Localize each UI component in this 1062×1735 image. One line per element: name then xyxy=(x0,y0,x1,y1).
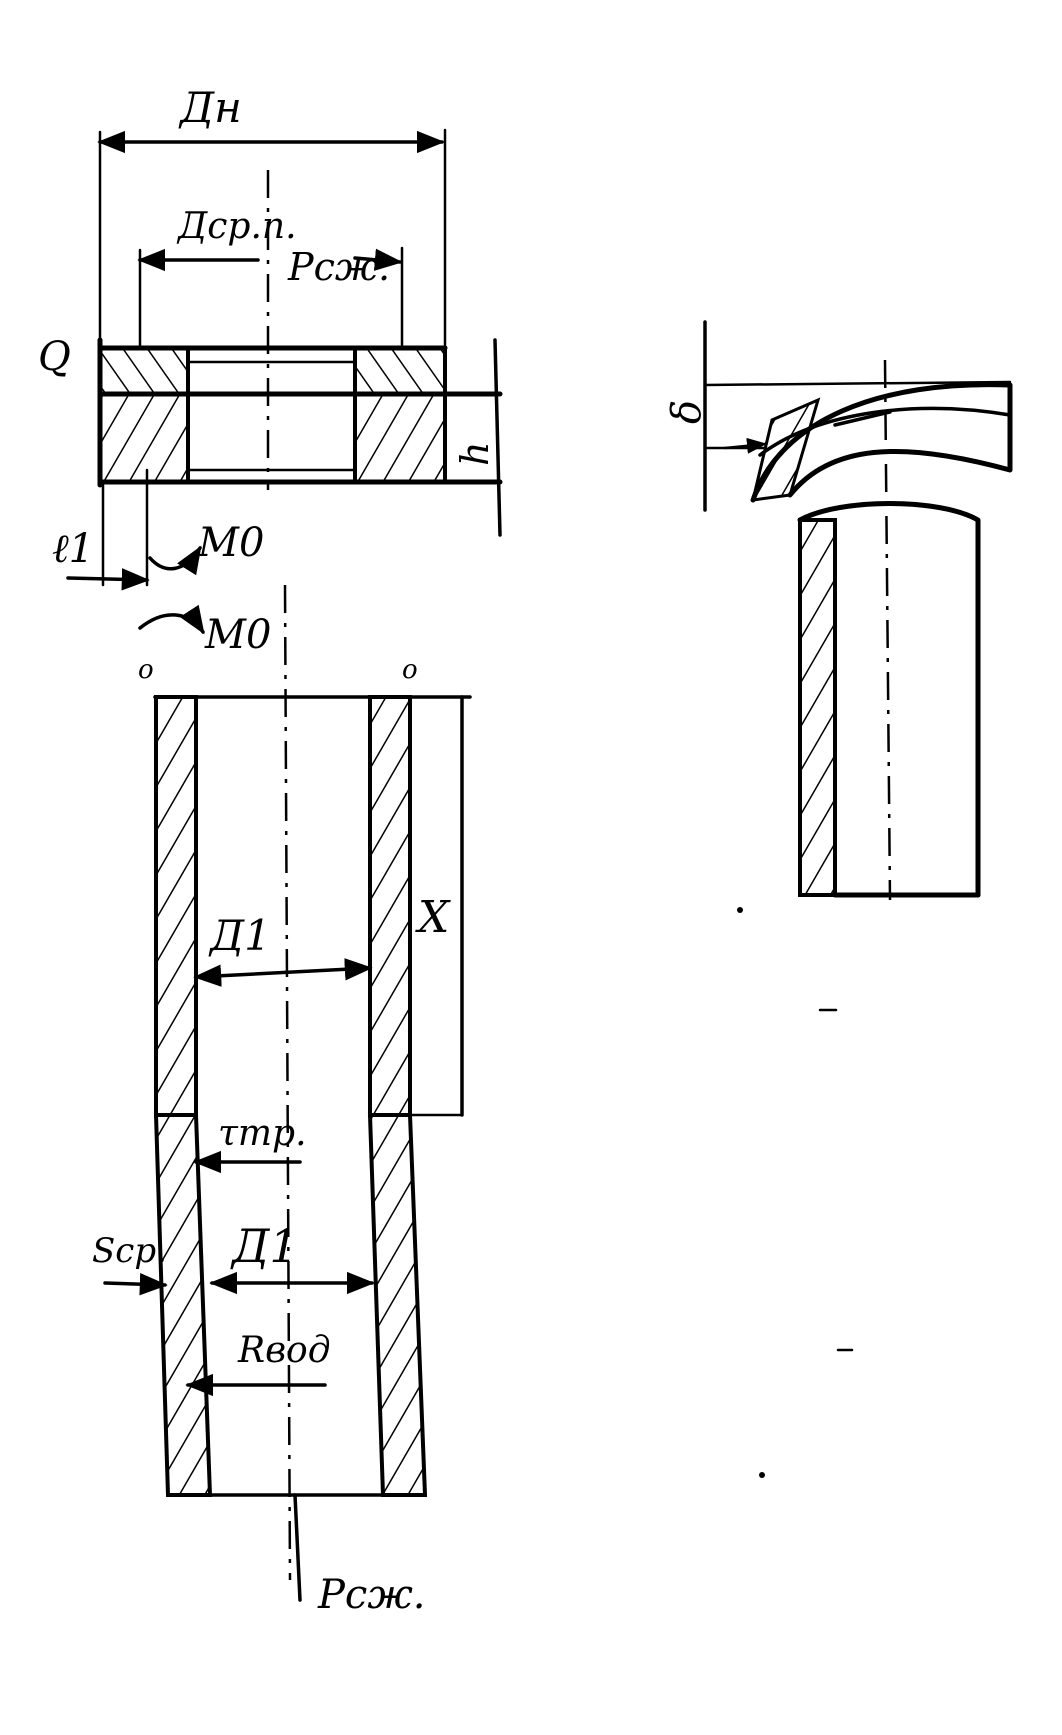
label-l1: ℓ1 xyxy=(52,526,94,572)
gasket-right xyxy=(353,346,447,396)
dim-line-d1-upper xyxy=(193,958,373,987)
label-q: Q xyxy=(38,334,71,380)
pipe-body xyxy=(797,501,981,898)
flange-ring-left xyxy=(98,392,190,484)
dim-line-h xyxy=(493,338,502,537)
label-d-outer: Дн xyxy=(178,83,242,132)
flange-ring-right xyxy=(353,392,447,484)
s-arrow xyxy=(103,1272,168,1296)
label-m0-mid: М0 xyxy=(204,612,271,658)
pipe-wall xyxy=(798,518,837,897)
label-d-gasket: Дср.п. xyxy=(176,206,297,247)
shell-view xyxy=(103,584,472,1602)
flange-view xyxy=(66,128,503,591)
label-tau: τтр. xyxy=(218,1113,307,1154)
gasket-left xyxy=(98,346,190,396)
moment-arrow-mid xyxy=(138,604,205,635)
moment-arrow-top xyxy=(148,545,202,576)
label-p-compress-bottom: Рсж. xyxy=(317,1572,426,1618)
curved-detail-view xyxy=(703,320,1013,901)
label-r: Rвод xyxy=(237,1330,331,1371)
shell-wall-left-upper xyxy=(154,695,198,1117)
label-h: h xyxy=(453,442,497,466)
label-d1-upper: Д1 xyxy=(208,911,271,960)
label-s: Sср. xyxy=(92,1231,167,1271)
label-o-left: о xyxy=(138,655,154,685)
label-delta: δ xyxy=(664,400,710,424)
shell-wall-right-lower xyxy=(367,1113,428,1497)
shell-wall-left-lower xyxy=(153,1113,213,1497)
label-o-right: о xyxy=(402,655,418,685)
label-d1-lower: Д1 xyxy=(230,1219,299,1273)
dim-line-l1 xyxy=(66,568,150,591)
label-m0-top: М0 xyxy=(197,520,264,566)
shell-wall-right-upper xyxy=(368,695,412,1117)
label-x: X xyxy=(415,892,451,943)
label-p-compress-top: Рсж. xyxy=(287,245,390,289)
